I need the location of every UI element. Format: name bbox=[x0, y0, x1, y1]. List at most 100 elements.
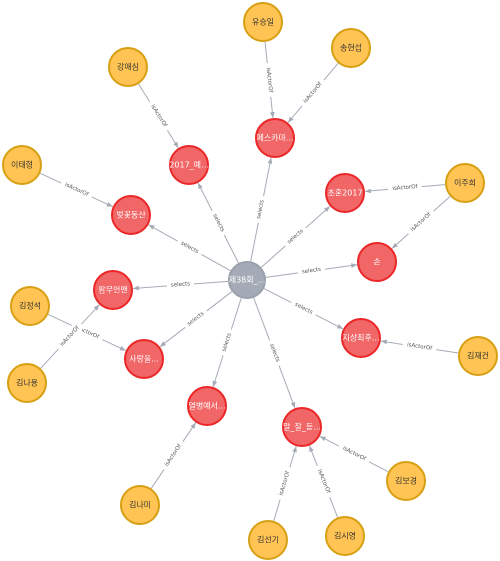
center-label: 제38회_... bbox=[229, 276, 266, 285]
edge-label-bg bbox=[263, 62, 275, 98]
actor-circle[interactable] bbox=[386, 461, 426, 501]
movie-circle[interactable] bbox=[187, 386, 227, 426]
edge-a11-m10[interactable]: isActorOf bbox=[273, 446, 297, 521]
actor-node-a11[interactable]: 김선기 bbox=[248, 520, 288, 560]
actor-circle[interactable] bbox=[331, 28, 371, 68]
movie-label: 페스카마... bbox=[256, 133, 293, 143]
actor-label: 김시영 bbox=[334, 531, 356, 541]
edge-label: selects bbox=[286, 228, 304, 245]
edge-label: selects bbox=[186, 311, 205, 328]
movie-circle[interactable] bbox=[325, 173, 365, 213]
actor-node-a9[interactable]: 김나미 bbox=[120, 485, 160, 525]
movie-label: 손 bbox=[373, 258, 380, 267]
edge-label-bg bbox=[405, 208, 437, 237]
movie-node-m6[interactable]: 팜무언맨 bbox=[93, 270, 133, 310]
actor-circle[interactable] bbox=[120, 485, 160, 525]
actor-label: 강애심 bbox=[117, 62, 139, 72]
edge-label-bg bbox=[337, 442, 371, 466]
actor-node-a8[interactable]: 김재건 bbox=[458, 336, 498, 376]
movie-circle[interactable] bbox=[357, 242, 397, 282]
movie-circle[interactable] bbox=[282, 407, 322, 447]
movie-circle[interactable] bbox=[124, 339, 164, 379]
edge-label: selects bbox=[171, 281, 191, 288]
edge-a5-m5[interactable]: isActorOf bbox=[391, 195, 451, 250]
movie-node-m3[interactable]: 벚꽃동산 bbox=[111, 195, 151, 235]
edge-label-bg bbox=[402, 340, 437, 354]
movie-node-m8[interactable]: 지상최후... bbox=[341, 318, 381, 358]
movie-node-m7[interactable]: 사랑을... bbox=[124, 339, 164, 379]
edge-c-m9[interactable]: selects bbox=[212, 297, 242, 388]
edge-label: isActorOf bbox=[407, 342, 434, 352]
edge-a3-m1[interactable]: isActorOf bbox=[138, 83, 179, 149]
movie-node-m10[interactable]: 말_잘_듣... bbox=[282, 407, 322, 447]
edge-label: isActorOf bbox=[410, 211, 434, 233]
edge-a10-m10[interactable]: isActorOf bbox=[319, 435, 389, 473]
edge-label-bg bbox=[160, 439, 187, 472]
edge-a12-m10[interactable]: isActorOf bbox=[308, 445, 339, 518]
movie-node-m5[interactable]: 손 bbox=[357, 242, 397, 282]
movie-node-m9[interactable]: 열병예서... bbox=[187, 386, 227, 426]
movie-circle[interactable] bbox=[255, 118, 295, 158]
actor-circle[interactable] bbox=[325, 516, 365, 556]
actor-circle[interactable] bbox=[445, 163, 485, 203]
edge-c-m10[interactable]: selects bbox=[253, 297, 296, 409]
actor-node-a12[interactable]: 김시영 bbox=[325, 516, 365, 556]
actor-node-a5[interactable]: 이주희 bbox=[445, 163, 485, 203]
edge-a1-m2[interactable]: isActorOf bbox=[263, 41, 275, 119]
actor-label: 김보경 bbox=[395, 476, 417, 486]
edge-c-m2[interactable]: selects bbox=[250, 157, 273, 262]
edge-a8-m8[interactable]: isActorOf bbox=[380, 339, 459, 354]
actor-circle[interactable] bbox=[10, 286, 50, 326]
edge-c-m1[interactable]: selects bbox=[197, 182, 239, 264]
edge-label: selects bbox=[268, 343, 280, 363]
edge-label: selects bbox=[256, 199, 266, 219]
edge-label: isActorOf bbox=[164, 443, 184, 468]
edge-label: isActorOf bbox=[392, 184, 419, 192]
actor-label: 이주희 bbox=[454, 178, 476, 188]
edge-a5-m4[interactable]: isActorOf bbox=[364, 182, 446, 194]
movie-label: 사랑을... bbox=[129, 354, 159, 364]
movie-circle[interactable] bbox=[169, 145, 209, 185]
edge-label-bg bbox=[297, 265, 326, 277]
movie-label: 말_잘_듣... bbox=[283, 423, 321, 432]
actor-node-a4[interactable]: 이태형 bbox=[2, 145, 42, 185]
edge-label-bg bbox=[55, 321, 85, 352]
edge-label-bg bbox=[265, 338, 283, 368]
edge-c-m5[interactable]: selects bbox=[265, 263, 358, 278]
edge-c-m3[interactable]: selects bbox=[148, 224, 231, 272]
actor-node-a2[interactable]: 송현섭 bbox=[331, 28, 371, 68]
actor-node-a10[interactable]: 김보경 bbox=[386, 461, 426, 501]
actor-node-a6[interactable]: 김정석 bbox=[10, 286, 50, 326]
edge-label-bg bbox=[175, 237, 204, 258]
actor-node-a1[interactable]: 유승일 bbox=[243, 2, 283, 42]
actor-circle[interactable] bbox=[2, 145, 42, 185]
edge-c-m4[interactable]: selects bbox=[260, 205, 331, 268]
actor-circle[interactable] bbox=[248, 520, 288, 560]
center-node-c[interactable]: 제38회_... bbox=[228, 261, 266, 299]
edge-a9-m9[interactable]: isActorOf bbox=[150, 422, 197, 489]
edge-c-m8[interactable]: selects bbox=[263, 288, 344, 330]
edge-c-m6[interactable]: selects bbox=[132, 279, 229, 291]
edge-label: isActorOf bbox=[265, 67, 274, 94]
edge-a4-m3[interactable]: isActorOf bbox=[39, 172, 114, 208]
actor-node-a3[interactable]: 강애심 bbox=[108, 47, 148, 87]
center-circle[interactable] bbox=[228, 261, 266, 299]
movie-node-m4[interactable]: 초혼2017 bbox=[325, 173, 365, 213]
actor-node-a7[interactable]: 김나용 bbox=[7, 363, 47, 403]
actor-circle[interactable] bbox=[243, 2, 283, 42]
actor-circle[interactable] bbox=[458, 336, 498, 376]
edge-a2-m2[interactable]: isActorOf bbox=[287, 62, 339, 124]
edge-label-bg bbox=[387, 182, 423, 194]
movie-circle[interactable] bbox=[341, 318, 381, 358]
movie-label: 2017_예... bbox=[169, 160, 208, 170]
actor-circle[interactable] bbox=[108, 47, 148, 87]
edge-c-m7[interactable]: selects bbox=[159, 291, 233, 348]
movie-node-m1[interactable]: 2017_예... bbox=[169, 145, 209, 185]
edge-label-bg bbox=[299, 77, 327, 109]
movie-circle[interactable] bbox=[111, 195, 151, 235]
movie-circle[interactable] bbox=[93, 270, 133, 310]
movie-node-m2[interactable]: 페스카마... bbox=[255, 118, 295, 158]
edge-label: isActorOf bbox=[303, 81, 324, 105]
actor-circle[interactable] bbox=[7, 363, 47, 403]
